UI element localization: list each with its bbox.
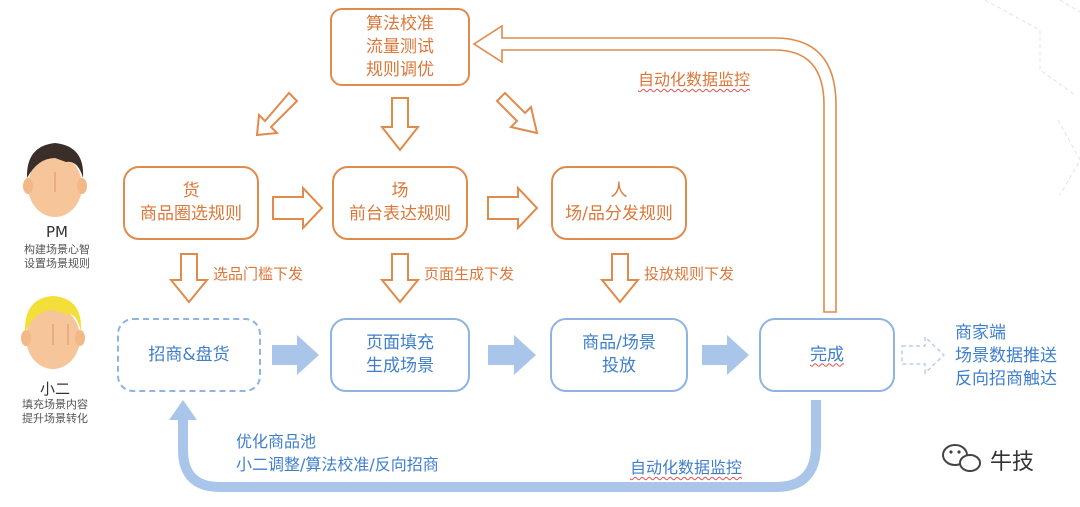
goods-rule-line: 货 [182, 181, 200, 201]
algorithm-box-line: 算法校准 [366, 13, 434, 34]
role-xiaoer-name: 小二 [39, 380, 70, 398]
arrow-goods-to-scene [272, 185, 324, 231]
algorithm-box: 算法校准 流量测试 规则调优 [330, 8, 470, 86]
role-pm-desc: 构建场景心智 设置场景规则 [2, 243, 112, 271]
label-goods-down: 选品门槛下发 [213, 265, 304, 283]
feedback-bottom-left-line: 小二调整/算法校准/反向招商 [236, 455, 439, 474]
decorative-hex [984, 0, 1080, 196]
goods-rule-line: 商品圈选规则 [140, 204, 242, 224]
done-box: 完成 [759, 318, 895, 392]
label-feedback-bottom-left: 优化商品池 小二调整/算法校准/反向招商 [236, 430, 439, 476]
merchant-sourcing-box: 招商&盘货 [117, 318, 261, 392]
page-fill-box: 页面填充 生成场景 [330, 318, 470, 392]
arrow-top-to-people [495, 91, 539, 135]
feedback-loop-top [472, 24, 837, 313]
arrow-top-to-goods [255, 91, 299, 137]
people-rule-line: 场/品分发规则 [565, 204, 673, 224]
arrow-to-merchant [901, 335, 946, 375]
feedback-loop-bottom [178, 400, 821, 492]
label-feedback-top-text: 自动化数据监控 [638, 70, 751, 89]
scene-rule-box: 场 前台表达规则 [332, 166, 468, 240]
people-rule-line: 人 [610, 181, 628, 201]
label-feedback-bottom-right: 自动化数据监控 [630, 454, 742, 478]
arrow-blue-3 [702, 335, 749, 375]
merchant-side-line: 场景数据推送 [955, 346, 1057, 366]
role-pm-desc-line: 构建场景心智 [24, 243, 90, 256]
arrow-top-to-scene [379, 97, 421, 152]
label-scene-down: 页面生成下发 [424, 265, 515, 283]
done-line: 完成 [810, 344, 844, 365]
role-xiaoer-desc: 填充场景内容 提升场景转化 [0, 398, 110, 426]
arrow-scene-to-people [487, 185, 539, 231]
merchant-side-line: 商家端 [955, 323, 1006, 343]
arrow-goods-down [168, 253, 210, 304]
role-xiaoer-desc-line: 填充场景内容 [22, 398, 88, 411]
delivery-line: 商品/场景 [582, 333, 656, 353]
label-people-down: 投放规则下发 [644, 265, 735, 283]
brand-watermark: 牛技 [990, 450, 1035, 475]
arrow-people-down [599, 253, 641, 304]
goods-rule-box: 货 商品圈选规则 [123, 166, 259, 240]
merchant-side-text: 商家端 场景数据推送 反向招商触达 [955, 322, 1057, 391]
people-rule-box: 人 场/品分发规则 [551, 166, 687, 240]
delivery-box: 商品/场景 投放 [550, 318, 688, 392]
algorithm-box-line: 规则调优 [366, 59, 434, 80]
arrow-blue-1 [272, 335, 319, 375]
label-feedback-bottom-right-text: 自动化数据监控 [630, 458, 743, 477]
merchant-sourcing-line: 招商&盘货 [148, 344, 230, 365]
role-pm-name: PM [46, 223, 68, 241]
role-pm-desc-line: 设置场景规则 [24, 257, 90, 270]
role-xiaoer-desc-line: 提升场景转化 [22, 412, 88, 425]
scene-rule-line: 前台表达规则 [349, 204, 451, 224]
feedback-loop-bottom-head [169, 400, 197, 420]
page-fill-line: 生成场景 [366, 356, 434, 376]
merchant-side-line: 反向招商触达 [955, 369, 1057, 389]
feedback-bottom-left-line: 优化商品池 [236, 432, 317, 451]
label-feedback-top: 自动化数据监控 [638, 66, 750, 90]
algorithm-box-line: 流量测试 [366, 36, 434, 57]
arrow-scene-down [379, 253, 421, 304]
arrow-blue-2 [488, 335, 536, 375]
page-fill-line: 页面填充 [366, 333, 434, 353]
delivery-line: 投放 [601, 356, 636, 376]
scene-rule-line: 场 [391, 181, 409, 201]
